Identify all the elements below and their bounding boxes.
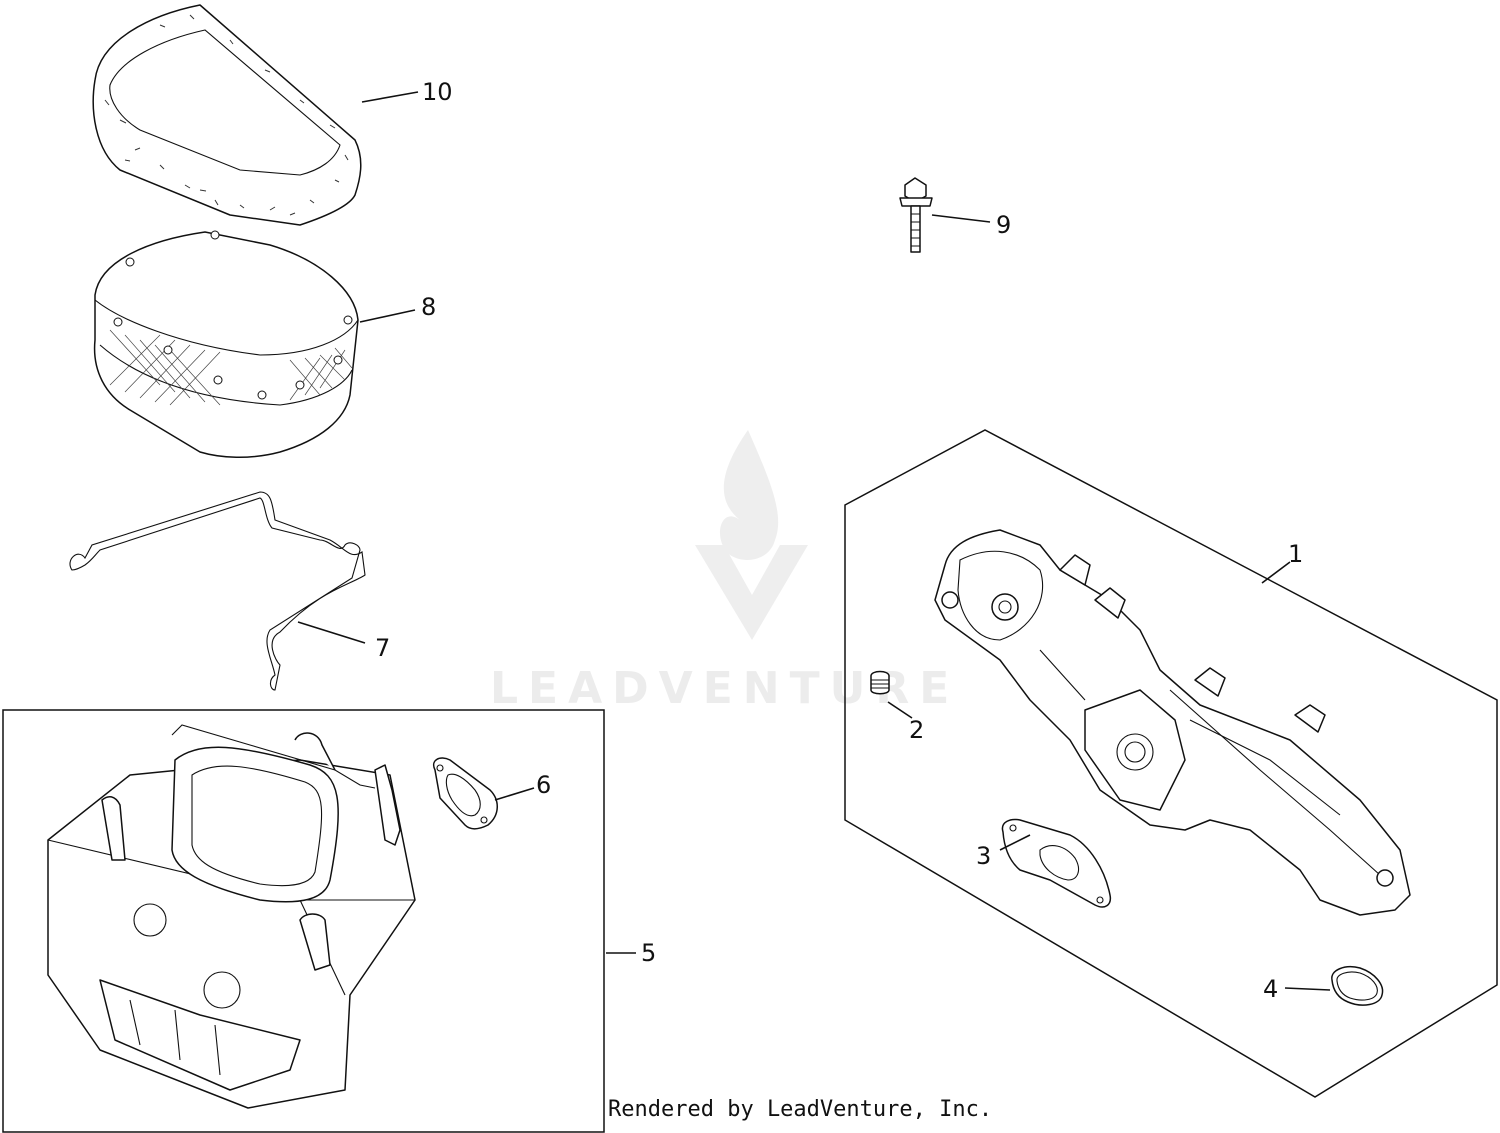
part-number-3: 3 <box>976 842 991 870</box>
pre-cleaner-sleeve-icon <box>92 4 362 226</box>
v-logo-icon <box>695 545 808 640</box>
leader-line-10 <box>361 91 419 103</box>
part-number-8: 8 <box>421 293 436 321</box>
flame-logo-icon <box>719 430 779 560</box>
sleeve-texture <box>104 14 349 216</box>
air-cleaner-kit-box <box>2 709 605 1133</box>
leader-line-6 <box>494 787 535 801</box>
retaining-wire-clip-icon <box>69 491 366 691</box>
leader-line-3 <box>999 834 1031 851</box>
leader-line-4 <box>1284 987 1331 991</box>
part-number-6: 6 <box>536 771 551 799</box>
filter-rim-tabs <box>113 230 353 400</box>
air-cleaner-base-icon <box>47 724 416 1109</box>
air-filter-element-icon <box>93 230 359 458</box>
leader-line-8 <box>359 309 416 323</box>
part-number-5: 5 <box>641 939 656 967</box>
part-number-7: 7 <box>375 634 390 662</box>
flange-bolt-icon <box>899 177 933 253</box>
part-number-1: 1 <box>1288 540 1303 568</box>
leader-line-1 <box>1261 561 1291 584</box>
intake-manifold-kit-icon <box>934 529 1411 916</box>
part-number-2: 2 <box>909 716 924 744</box>
leader-line-9 <box>931 214 991 223</box>
plug-icon <box>870 670 890 695</box>
part-number-4: 4 <box>1263 975 1278 1003</box>
leader-line-2 <box>887 701 913 719</box>
o-ring-seal-icon <box>1331 966 1384 1006</box>
part-number-10: 10 <box>422 78 453 106</box>
render-credit: Rendered by LeadVenture, Inc. <box>608 1097 993 1122</box>
part-number-9: 9 <box>996 211 1011 239</box>
leadventure-watermark: LEADVENTURE <box>490 430 949 714</box>
filter-pleats <box>109 329 353 406</box>
base-gasket-icon <box>433 757 498 830</box>
manifold-gasket-icon <box>1001 818 1112 908</box>
leader-line-7 <box>297 621 366 644</box>
manifold-kit-box <box>844 429 1498 1098</box>
